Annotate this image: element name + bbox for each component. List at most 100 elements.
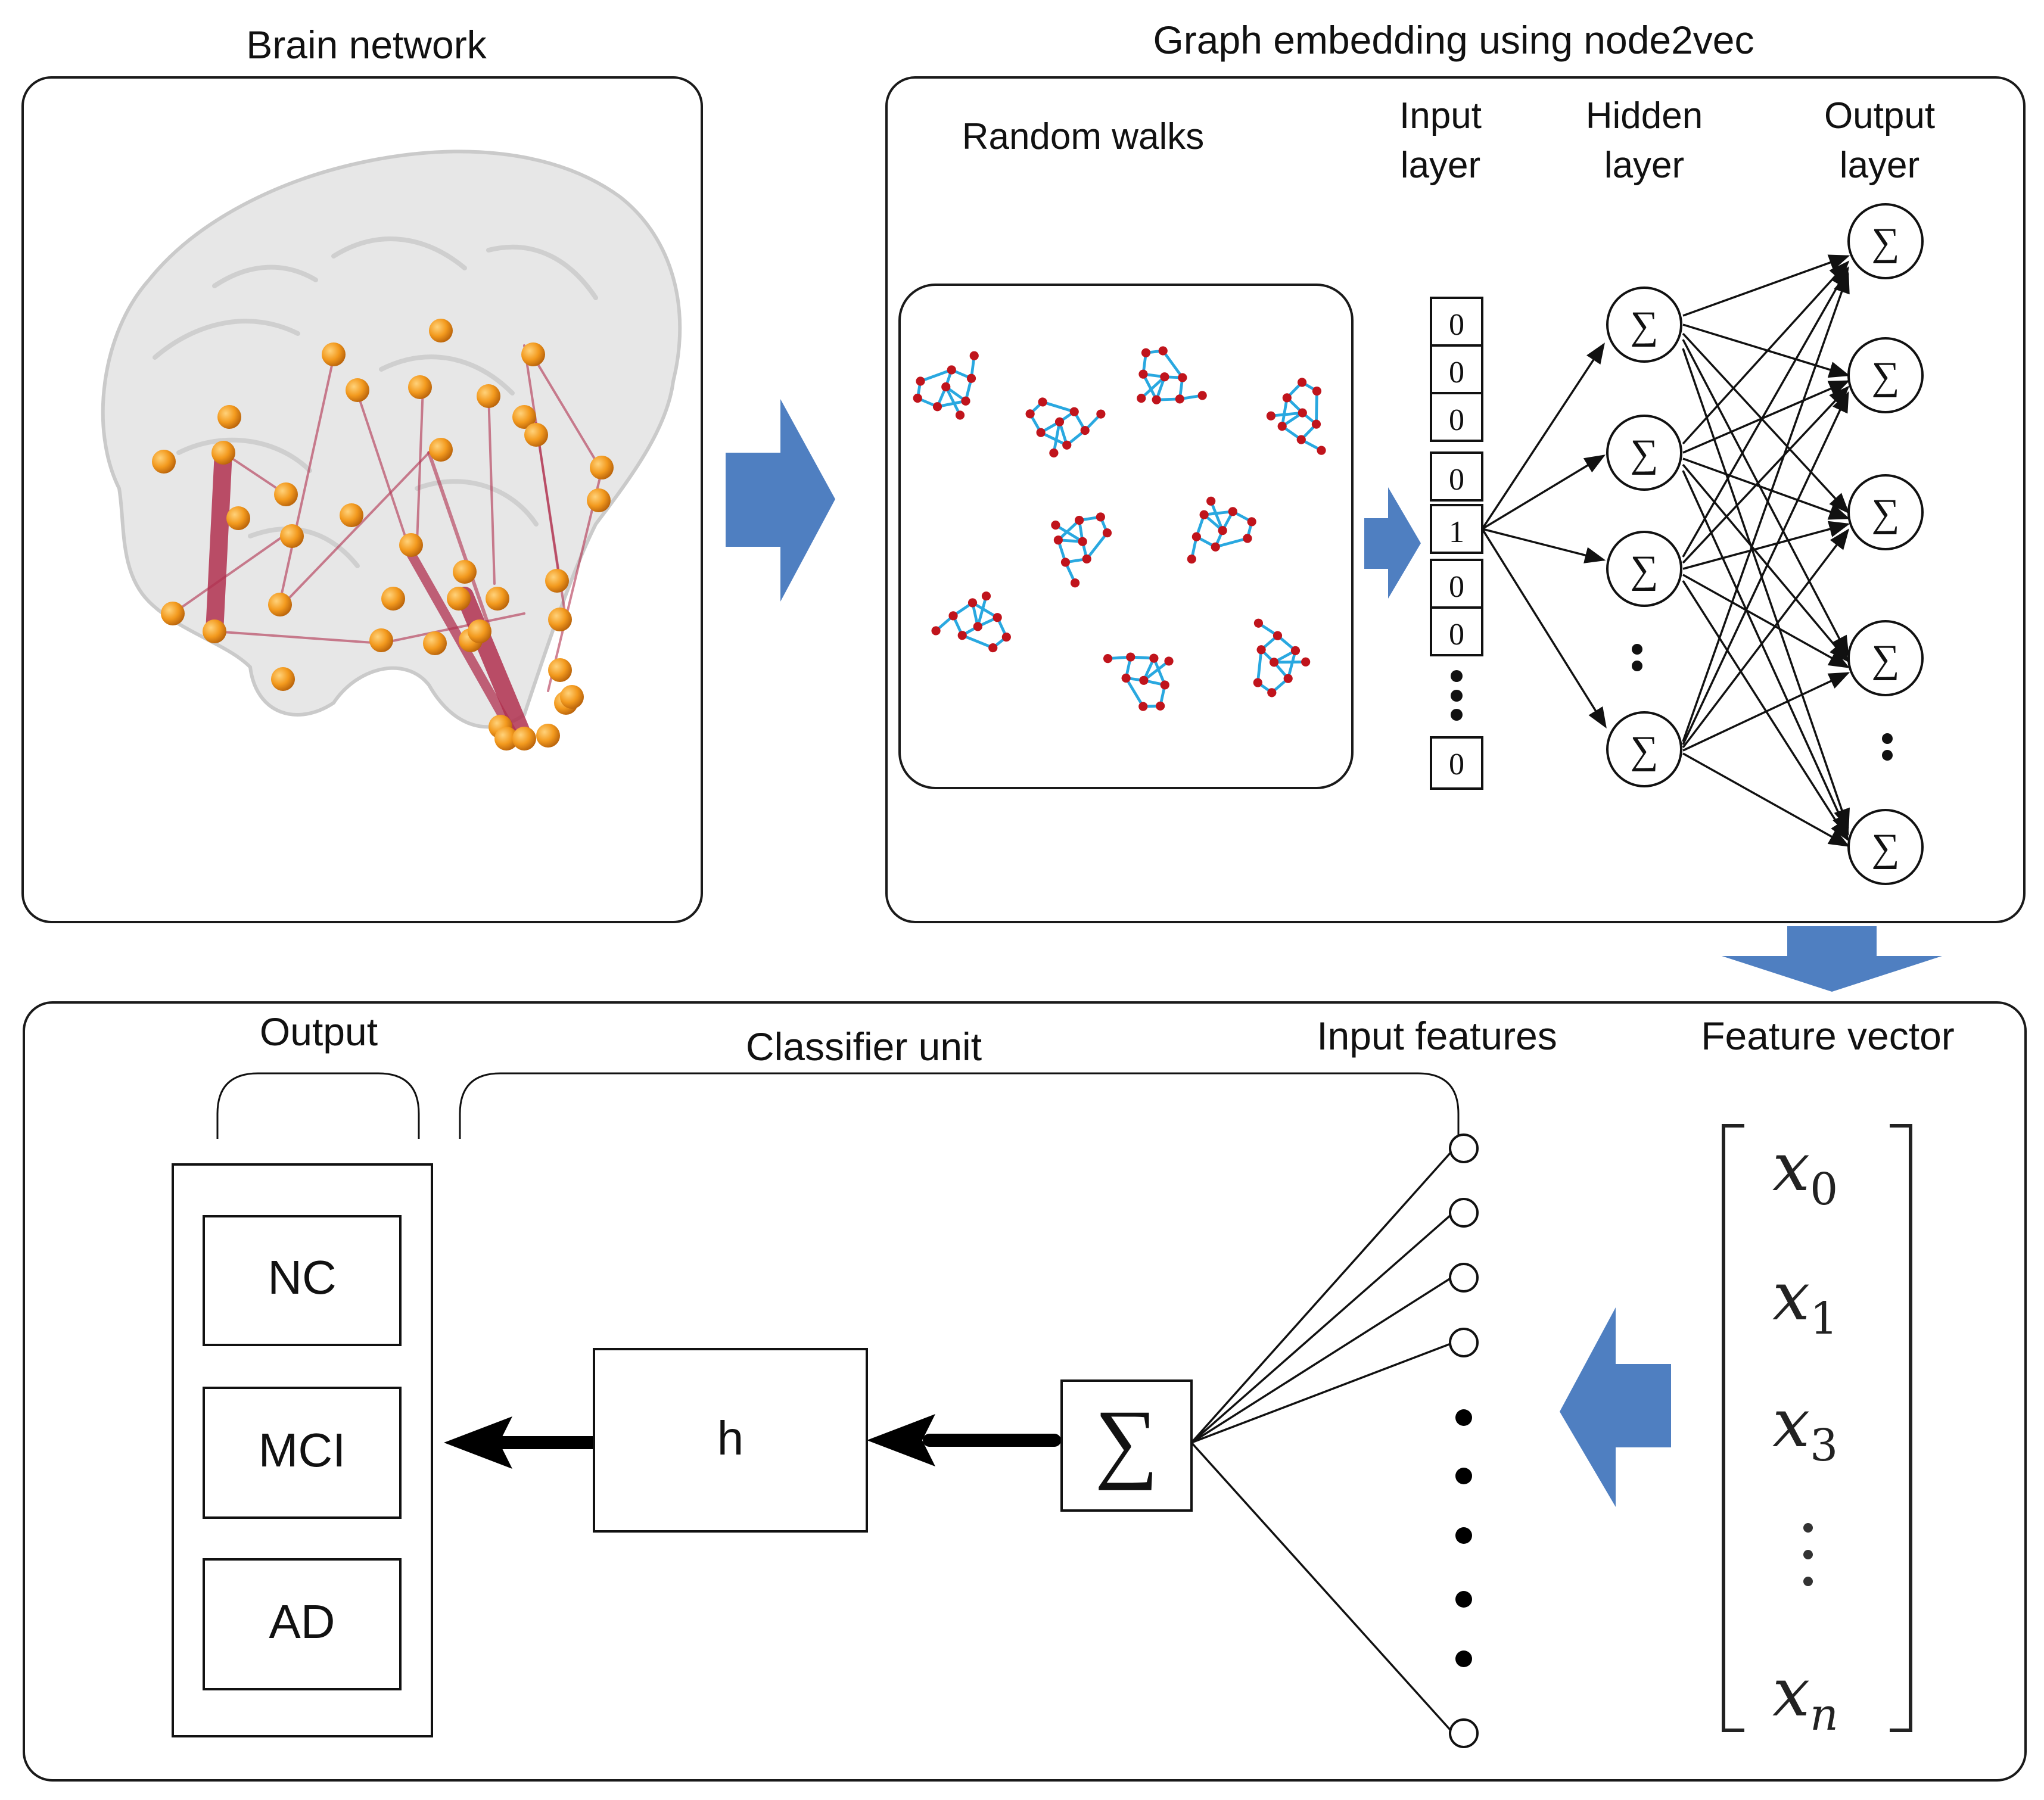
hidden-neuron-sum: ∑ (1630, 304, 1658, 347)
class-ad-box (203, 1558, 402, 1690)
walk-node (1267, 688, 1277, 697)
feature-ellipsis-dot (1803, 1523, 1813, 1533)
walk-node (1070, 578, 1080, 588)
walk-node (916, 376, 925, 386)
input-ellipsis-dot (1451, 709, 1463, 721)
random-walk-graph (1103, 652, 1174, 711)
walk-node (1069, 407, 1079, 416)
walk-node (1311, 419, 1321, 429)
walk-edge (1203, 510, 1233, 516)
random-walk-graphs (913, 346, 1326, 711)
walk-edge (962, 634, 994, 649)
feature-ellipsis-dot (1803, 1550, 1813, 1559)
walk-edge (920, 368, 953, 383)
arrow-h-to-output-head (444, 1416, 512, 1469)
walk-edge (1042, 400, 1075, 413)
walk-node (967, 598, 978, 608)
walk-edge (944, 386, 962, 416)
output-neuron (1847, 809, 1924, 885)
classifier-unit-bracket (459, 1072, 1460, 1139)
walk-node (1036, 428, 1046, 437)
embedding-title: Graph embedding using node2vec (1153, 18, 1754, 62)
walk-node (1175, 394, 1184, 404)
arrow-embedding-to-feature-vector (1722, 926, 1942, 992)
hidden-layer-label-1: Hidden (1586, 95, 1703, 136)
walk-edge (1152, 658, 1166, 686)
walk-node (932, 402, 942, 412)
walk-node (1243, 534, 1252, 543)
walk-node (955, 410, 965, 420)
walk-node (1253, 678, 1262, 687)
walk-node (1137, 394, 1146, 403)
class-mci-label: MCI (259, 1424, 346, 1477)
input-feature-ellipsis-dot (1455, 1468, 1472, 1484)
walk-node (1138, 702, 1148, 711)
summation-symbol: ∑ (1095, 1392, 1159, 1491)
random-walk-graph (1137, 346, 1207, 404)
walk-node (1282, 393, 1292, 403)
input-feature-node (1449, 1263, 1479, 1293)
feature-vector-left-bracket (1722, 1124, 1744, 1732)
walk-edge (972, 601, 998, 619)
walk-node (969, 351, 979, 360)
walk-edge (1209, 500, 1224, 531)
walk-node (1256, 645, 1266, 655)
walk-node (1096, 409, 1106, 419)
walk-node (1253, 618, 1264, 628)
walk-node (948, 611, 958, 621)
walk-node (1211, 542, 1220, 552)
output-neuron-sum: ∑ (1871, 220, 1899, 264)
output-neuron-sum: ∑ (1871, 826, 1899, 870)
walk-node (1297, 378, 1307, 387)
walk-node (1317, 446, 1326, 455)
input-cell-1: 0 (1449, 308, 1464, 342)
walk-edge (1315, 391, 1318, 425)
input-cell-4: 0 (1449, 463, 1464, 497)
walk-node (1187, 555, 1196, 564)
walk-edge (1052, 421, 1061, 453)
walk-node (1283, 674, 1293, 683)
arrow-walks-to-input (1364, 487, 1421, 599)
walk-node (973, 622, 982, 631)
feature-ellipsis-dot (1803, 1577, 1813, 1586)
walk-node (1160, 680, 1169, 690)
walk-node (1053, 535, 1063, 545)
random-walk-graph (1051, 512, 1112, 588)
output-neuron-sum: ∑ (1871, 637, 1899, 681)
walk-node (1156, 701, 1165, 711)
walk-edge (976, 596, 988, 627)
input-feature-node (1449, 1133, 1479, 1163)
brain-network-panel: Brain network (21, 23, 703, 923)
input-ellipsis-dot (1451, 670, 1463, 682)
walk-node (981, 591, 991, 601)
walk-node (966, 373, 976, 383)
walk-node (1102, 528, 1112, 538)
feature-xn: xn (1772, 1654, 1838, 1740)
walk-node (1078, 537, 1087, 546)
random-walks-box (898, 284, 1354, 789)
input-cell-6: 0 (1449, 570, 1464, 604)
walk-node (931, 626, 941, 636)
walk-edge (1271, 411, 1303, 418)
walk-node (1164, 656, 1174, 666)
random-walk-graph (931, 591, 1011, 653)
walk-edge (1141, 373, 1158, 401)
walk-node (1160, 372, 1169, 382)
walk-node (993, 613, 1002, 622)
classifier-panel-frame (23, 1001, 2027, 1782)
input-to-hidden-edges (1481, 342, 1607, 728)
classifier-panel: Output Classifier unit Input features Fe… (23, 1001, 2027, 1782)
input-feature-nodes (1449, 1133, 1479, 1748)
walk-edge (1286, 650, 1297, 679)
output-neuron-sum: ∑ (1871, 491, 1899, 535)
classifier-unit-label: Classifier unit (746, 1024, 982, 1069)
input-feature-ellipsis-dot (1455, 1409, 1472, 1426)
output-label: Output (260, 1010, 378, 1054)
input-feature-node (1449, 1328, 1479, 1357)
input-feature-ellipsis-dot (1455, 1527, 1472, 1544)
hidden-ellipsis-dot (1632, 644, 1642, 655)
walk-node (1139, 675, 1149, 685)
input-feature-node (1449, 1198, 1479, 1228)
input-cell-3: 0 (1449, 403, 1464, 437)
walk-edge (937, 399, 966, 409)
